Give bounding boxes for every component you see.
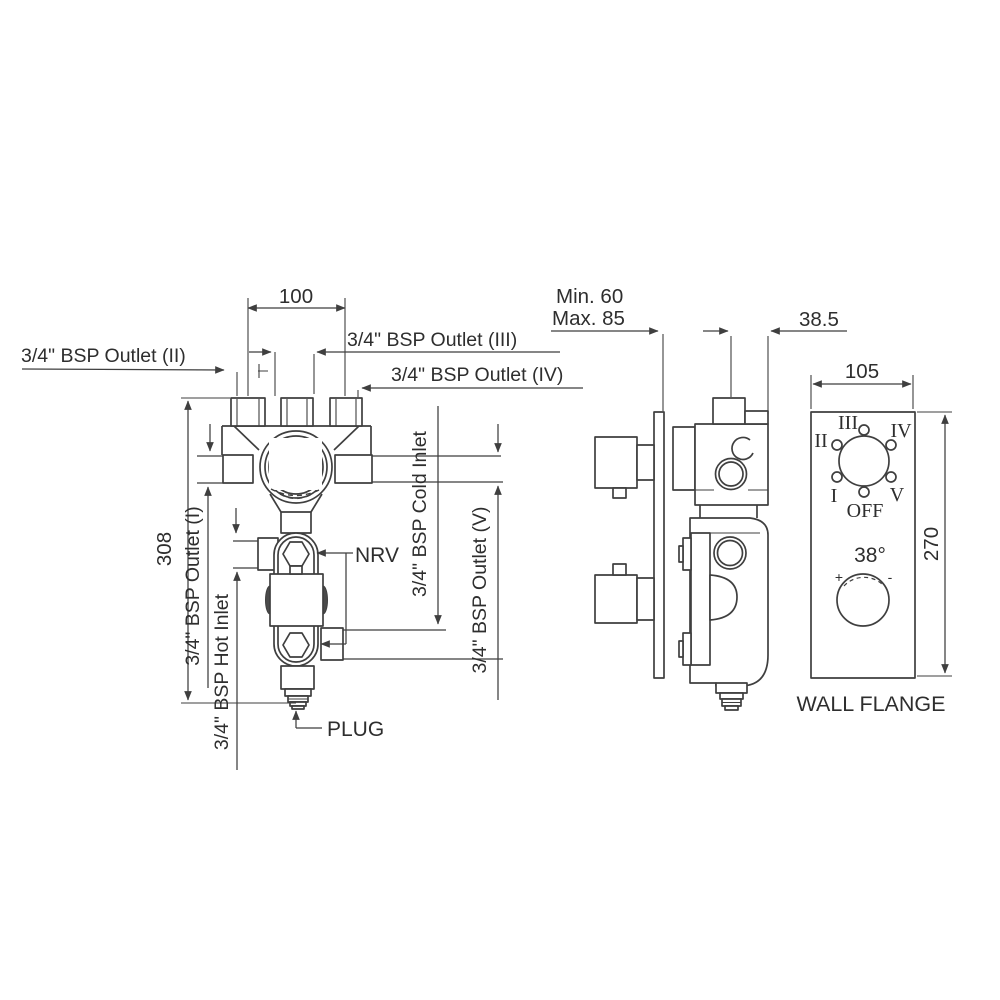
side-plug bbox=[715, 682, 748, 711]
cold-inlet-label: 3/4" BSP Cold Inlet bbox=[409, 430, 431, 596]
outletv-extension-lines bbox=[343, 629, 503, 660]
temp-rotation-arc bbox=[843, 576, 885, 587]
dial-pos-iv: IV bbox=[890, 420, 912, 442]
dim-min-value: Min. 60 bbox=[556, 285, 623, 308]
dim-385-value: 38.5 bbox=[799, 308, 839, 331]
dim-max-value: Max. 85 bbox=[552, 307, 625, 330]
nrv-label: NRV bbox=[355, 544, 399, 567]
outlet3-label: 3/4" BSP Outlet (III) bbox=[347, 329, 517, 351]
dim-105-value: 105 bbox=[845, 360, 879, 383]
dim-308-value: 308 bbox=[153, 532, 176, 566]
plug-label: PLUG bbox=[327, 718, 384, 741]
dial-pos-iii: III bbox=[838, 412, 858, 434]
dome-bulge bbox=[709, 574, 738, 621]
lower-port-circle bbox=[713, 536, 747, 570]
outlet5-label: 3/4" BSP Outlet (V) bbox=[469, 507, 491, 674]
hot-inlet-label: 3/4" BSP Hot Inlet bbox=[211, 593, 233, 750]
wall-flange-caption: WALL FLANGE bbox=[797, 692, 946, 716]
control-stem bbox=[712, 397, 746, 425]
outlet4-label: 3/4" BSP Outlet (IV) bbox=[391, 364, 563, 386]
bottom-neck bbox=[280, 665, 315, 690]
side-ports bbox=[594, 436, 655, 624]
dim-270-value: 270 bbox=[920, 527, 943, 561]
temp-plus: + bbox=[835, 569, 843, 585]
dial-pos-off: OFF bbox=[847, 500, 884, 522]
body-sides bbox=[221, 426, 372, 455]
outlet2-leader bbox=[21, 366, 225, 374]
wall-flange-view: III IV II I V OFF 38° + - 105 270 WALL F… bbox=[797, 360, 952, 716]
side-view-dimensions: Min. 60 Max. 85 38.5 bbox=[551, 285, 847, 414]
outlet2-label: 3/4" BSP Outlet (II) bbox=[21, 345, 186, 367]
nrv-assembly bbox=[257, 532, 344, 710]
central-boss bbox=[259, 430, 333, 534]
nrv-hex-bottom bbox=[282, 632, 310, 658]
left-side-port bbox=[222, 454, 254, 484]
hot-boss-extension-lines bbox=[233, 540, 258, 569]
plug-flange bbox=[284, 688, 312, 697]
dial-pos-i: I bbox=[831, 485, 838, 507]
temp-label: 38° bbox=[854, 544, 886, 567]
side-view bbox=[594, 397, 769, 711]
cartridge-stack bbox=[690, 532, 711, 666]
right-side-port bbox=[334, 454, 373, 484]
diverter-dial: III IV II I V OFF bbox=[814, 412, 912, 522]
outlet1-label: 3/4" BSP Outlet (I) bbox=[182, 506, 204, 665]
wall-flange-plate bbox=[810, 411, 916, 679]
center-block bbox=[269, 573, 324, 627]
left-port-extension-lines bbox=[197, 455, 223, 484]
wall-plate bbox=[653, 411, 665, 679]
front-view bbox=[197, 397, 503, 710]
upper-flange bbox=[672, 426, 696, 491]
body-slants bbox=[233, 425, 360, 451]
dim-100-value: 100 bbox=[279, 285, 313, 308]
temperature-dial: 38° + - bbox=[835, 544, 893, 627]
top-ports bbox=[230, 397, 363, 427]
temp-minus: - bbox=[888, 569, 893, 585]
dial-pos-ii: II bbox=[814, 430, 827, 452]
dial-pos-v: V bbox=[890, 484, 905, 506]
upper-port-circle bbox=[714, 457, 748, 491]
hook-detail bbox=[731, 436, 754, 461]
front-view-dimensions: 100 3/4" BSP Outlet (II) 3/4" BSP Outlet… bbox=[21, 285, 583, 770]
